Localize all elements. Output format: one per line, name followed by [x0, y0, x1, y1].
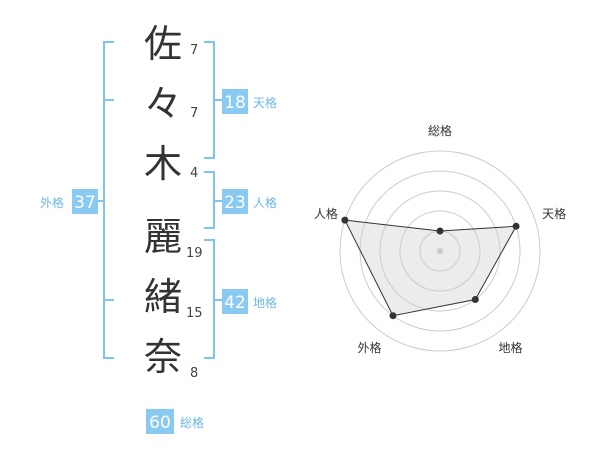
stroke-count-2: 7: [190, 106, 198, 121]
stroke-count-3: 4: [190, 166, 198, 181]
name-char-4: 麗: [144, 215, 182, 259]
radar-ring-5: [339, 150, 541, 352]
radar-polygon: [344, 219, 517, 317]
tenkaku-bracket: [204, 41, 215, 159]
chikaku-value: 42: [224, 293, 246, 313]
jinkaku-bracket: [204, 171, 215, 229]
gaikaku-bracket: [103, 41, 114, 359]
chikaku-label: 地格: [253, 295, 277, 310]
radar-axis-label-5: 人格: [314, 206, 338, 221]
name-char-1: 佐: [144, 22, 182, 66]
gaikaku-badge: 外格 37: [40, 189, 98, 214]
jinkaku-badge: 23 人格: [222, 189, 277, 214]
jinkaku-value: 23: [224, 193, 246, 213]
radar-point-5: [341, 216, 349, 224]
radar-point-4: [389, 312, 397, 320]
name-char-6: 奈: [144, 335, 182, 379]
jinkaku-label: 人格: [253, 195, 277, 210]
soukaku-label: 総格: [180, 415, 204, 430]
stroke-count-5: 15: [186, 306, 203, 321]
stroke-count-1: 7: [190, 43, 198, 58]
soukaku-value: 60: [149, 413, 171, 433]
stroke-count-4: 19: [186, 246, 203, 261]
radar-point-2: [512, 222, 520, 230]
name-char-3: 木: [144, 142, 182, 186]
tenkaku-value: 18: [224, 93, 246, 113]
radar-point-3: [471, 296, 479, 303]
radar-axis-label-4: 外格: [357, 340, 381, 355]
radar-axis-label-3: 地格: [498, 340, 522, 355]
name-char-5: 緒: [144, 275, 182, 319]
tenkaku-badge: 18 天格: [222, 89, 277, 114]
radar-axis-label-2: 天格: [542, 206, 566, 221]
radar-point-1: [436, 227, 444, 235]
radar-ring-2: [399, 210, 481, 292]
chikaku-bracket: [204, 239, 215, 359]
name-char-2: 々: [144, 82, 182, 126]
radar-axis-label-1: 総格: [428, 123, 452, 138]
gaikaku-label: 外格: [40, 195, 64, 210]
soukaku-badge: 60 総格: [146, 409, 204, 434]
chikaku-badge: 42 地格: [222, 289, 277, 314]
stroke-count-6: 8: [190, 366, 198, 381]
radar-center: [437, 248, 443, 254]
gaikaku-value: 37: [74, 193, 96, 213]
radar-ring-3: [379, 190, 501, 312]
tenkaku-label: 天格: [253, 95, 277, 110]
